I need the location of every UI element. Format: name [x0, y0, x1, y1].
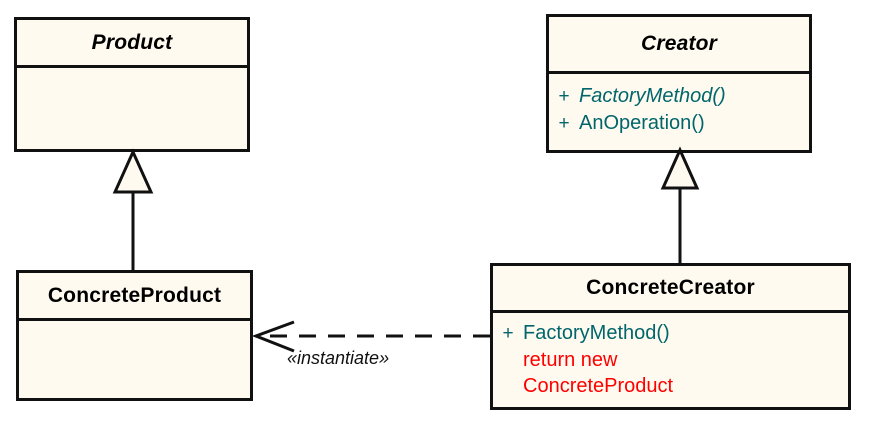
class-member-note-row: ConcreteProduct [493, 373, 848, 399]
class-members-compartment-creator: + FactoryMethod() + AnOperation() [549, 74, 809, 150]
class-members-compartment-concrete-creator: + FactoryMethod() return new ConcretePro… [493, 313, 848, 407]
member-name: FactoryMethod() [523, 322, 670, 344]
generalization-concrete-product-to-product [112, 148, 154, 270]
class-name-concrete-creator: ConcreteCreator [586, 276, 755, 299]
member-visibility-icon: + [558, 112, 570, 134]
dependency-open-arrowhead [251, 320, 295, 353]
member-name: AnOperation() [579, 111, 705, 134]
generalization-triangle-arrowhead [112, 148, 154, 194]
member-visibility-icon: + [558, 86, 570, 107]
class-box-concrete-creator[interactable]: ConcreteCreator + FactoryMethod() return… [490, 263, 851, 410]
class-name-product: Product [91, 30, 173, 54]
member-name: FactoryMethod() [579, 85, 726, 107]
class-box-product[interactable]: Product [14, 17, 250, 152]
member-visibility-icon: + [502, 323, 514, 344]
class-name-concrete-product: ConcreteProduct [47, 283, 222, 307]
generalization-concrete-creator-to-creator [660, 146, 700, 263]
class-member-note-row: return new [493, 347, 848, 373]
class-title-compartment-concrete-creator: ConcreteCreator [493, 266, 848, 313]
class-title-compartment-concrete-product: ConcreteProduct [19, 273, 250, 321]
class-box-concrete-product[interactable]: ConcreteProduct [16, 270, 253, 401]
class-members-compartment-product [17, 68, 247, 149]
class-member-row: + FactoryMethod() [493, 320, 848, 347]
class-title-compartment-creator: Creator [549, 17, 809, 74]
class-members-compartment-concrete-product [19, 321, 250, 398]
class-box-creator[interactable]: Creator + FactoryMethod() + AnOperation(… [546, 14, 812, 153]
class-title-compartment-product: Product [17, 20, 247, 68]
relationship-label-instantiate: «instantiate» [287, 348, 390, 368]
member-note-line: ConcreteProduct [523, 374, 674, 397]
dependency-instantiate [251, 320, 490, 353]
member-note-line: return new [523, 348, 618, 371]
generalization-triangle-arrowhead [660, 146, 700, 190]
class-member-row: + AnOperation() [549, 110, 809, 137]
class-name-creator: Creator [640, 32, 718, 55]
class-member-row: + FactoryMethod() [549, 83, 809, 110]
